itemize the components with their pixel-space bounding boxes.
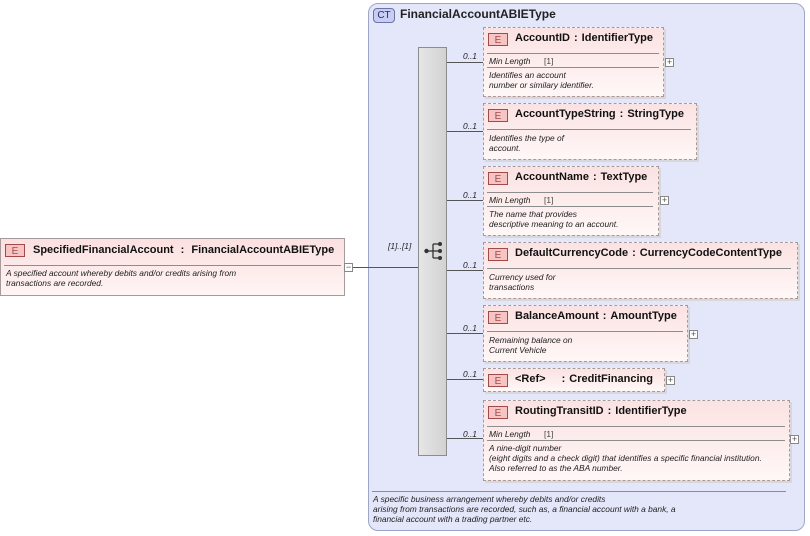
connector-routing-transit-id xyxy=(447,438,483,439)
element-card-default-currency-code[interactable] xyxy=(483,242,798,299)
element-name-default-currency-code: DefaultCurrencyCode xyxy=(515,247,629,259)
facet-label-account-id: Min Length xyxy=(489,56,531,66)
element-title-account-type-string: AccountTypeString:StringType xyxy=(515,108,684,120)
occurs-account-name: 0..1 xyxy=(463,190,477,200)
root-collapse-toggle[interactable]: − xyxy=(344,262,353,272)
root-element-description: A specified account whereby debits and/o… xyxy=(6,268,237,288)
element-badge-account-id: E xyxy=(488,33,508,46)
divider-default-currency-code xyxy=(487,268,791,269)
connector-account-id xyxy=(447,62,483,63)
element-type-account-id: IdentifierType xyxy=(581,32,653,44)
separator-balance-amount: : xyxy=(602,310,607,322)
occurs-routing-transit-id: 0..1 xyxy=(463,429,477,439)
complex-type-description: A specific business arrangement whereby … xyxy=(373,494,676,525)
root-connector xyxy=(353,267,418,268)
facet-label-routing-transit-id: Min Length xyxy=(489,429,531,439)
element-card-account-name[interactable] xyxy=(483,166,659,236)
separator-account-id: : xyxy=(574,32,578,44)
separator-credit-financing: : xyxy=(561,373,566,385)
connector-account-name xyxy=(447,200,483,201)
root-element-type: FinancialAccountABIEType xyxy=(191,244,335,256)
element-title-account-id: AccountID:IdentifierType xyxy=(515,32,653,44)
complex-type-separator xyxy=(372,491,786,492)
element-description-account-name: The name that provides descriptive meani… xyxy=(489,209,619,229)
element-title-default-currency-code: DefaultCurrencyCode:CurrencyCodeContentT… xyxy=(515,247,782,259)
occurs-default-currency-code: 0..1 xyxy=(463,260,477,270)
connector-balance-amount xyxy=(447,333,483,334)
occurs-credit-financing: 0..1 xyxy=(463,369,477,379)
element-title-account-name: AccountName:TextType xyxy=(515,171,647,183)
connector-account-type-string xyxy=(447,131,483,132)
element-badge-account-type-string: E xyxy=(488,109,508,122)
root-element-badge: E xyxy=(5,244,25,257)
element-description-balance-amount: Remaining balance on Current Vehicle xyxy=(489,335,573,355)
root-element-name: SpecifiedFinancialAccount xyxy=(33,244,174,256)
connector-credit-financing xyxy=(447,379,483,380)
element-card-account-id[interactable] xyxy=(483,27,664,97)
facet-value-routing-transit-id: [1] xyxy=(544,429,554,439)
divider-account-type-string xyxy=(487,129,691,130)
separator-account-type-string: : xyxy=(619,108,624,120)
complex-type-badge: CT xyxy=(373,8,395,23)
root-element-separator: : xyxy=(180,244,185,256)
element-name-account-id: AccountID xyxy=(515,32,570,44)
complex-type-title: FinancialAccountABIEType xyxy=(400,7,556,21)
root-element-divider xyxy=(4,265,341,266)
facet-value-account-name: [1] xyxy=(544,195,554,205)
sequence-multiplicity: [1]..[1] xyxy=(388,241,412,251)
expand-toggle-routing-transit-id[interactable]: + xyxy=(790,434,799,444)
facet-value-account-id: [1] xyxy=(544,56,554,66)
divider-balance-amount xyxy=(487,331,683,332)
expand-toggle-credit-financing[interactable]: + xyxy=(666,375,675,385)
element-name-account-name: AccountName xyxy=(515,171,589,183)
element-name-balance-amount: BalanceAmount xyxy=(515,310,599,322)
divider-account-name xyxy=(487,192,653,193)
separator-default-currency-code: : xyxy=(632,247,636,259)
element-badge-routing-transit-id: E xyxy=(488,406,508,419)
divider-routing-transit-id xyxy=(487,426,785,427)
element-name-credit-financing: <Ref> xyxy=(515,373,546,385)
element-description-default-currency-code: Currency used for transactions xyxy=(489,272,556,292)
element-badge-account-name: E xyxy=(488,172,508,185)
element-card-account-type-string[interactable] xyxy=(483,103,697,160)
element-name-routing-transit-id: RoutingTransitID xyxy=(515,405,604,417)
separator-routing-transit-id: : xyxy=(607,405,612,417)
element-card-credit-financing[interactable] xyxy=(483,368,665,392)
separator-account-name: : xyxy=(592,171,597,183)
element-type-balance-amount: AmountType xyxy=(610,310,677,322)
element-title-balance-amount: BalanceAmount:AmountType xyxy=(515,310,677,322)
connector-default-currency-code xyxy=(447,270,483,271)
element-badge-balance-amount: E xyxy=(488,311,508,324)
element-type-routing-transit-id: IdentifierType xyxy=(615,405,687,417)
facet-divider-account-id xyxy=(487,67,659,68)
element-type-credit-financing: CreditFinancing xyxy=(569,373,653,385)
occurs-balance-amount: 0..1 xyxy=(463,323,477,333)
element-card-balance-amount[interactable] xyxy=(483,305,688,362)
facet-divider-routing-transit-id xyxy=(487,440,785,441)
element-type-default-currency-code: CurrencyCodeContentType xyxy=(639,247,782,259)
occurs-account-id: 0..1 xyxy=(463,51,477,61)
element-badge-credit-financing: E xyxy=(488,374,508,387)
element-type-account-name: TextType xyxy=(600,171,648,183)
element-description-account-id: Identifies an account number or similary… xyxy=(489,70,594,90)
element-description-account-type-string: Identifies the type of account. xyxy=(489,133,564,153)
root-element-box[interactable] xyxy=(0,238,345,296)
expand-toggle-account-id[interactable]: + xyxy=(665,57,674,67)
sequence-icon[interactable] xyxy=(424,241,444,261)
expand-toggle-account-name[interactable]: + xyxy=(660,195,669,205)
element-badge-default-currency-code: E xyxy=(488,248,508,261)
root-element-title: SpecifiedFinancialAccount : FinancialAcc… xyxy=(33,244,334,256)
expand-toggle-balance-amount[interactable]: + xyxy=(689,329,698,339)
element-type-account-type-string: StringType xyxy=(627,108,684,120)
facet-label-account-name: Min Length xyxy=(489,195,531,205)
element-name-account-type-string: AccountTypeString xyxy=(515,108,616,120)
divider-account-id xyxy=(487,53,659,54)
element-title-routing-transit-id: RoutingTransitID:IdentifierType xyxy=(515,405,687,417)
element-title-credit-financing: <Ref>:CreditFinancing xyxy=(515,373,653,385)
facet-divider-account-name xyxy=(487,206,653,207)
element-description-routing-transit-id: A nine-digit number (eight digits and a … xyxy=(489,443,762,473)
occurs-account-type-string: 0..1 xyxy=(463,121,477,131)
